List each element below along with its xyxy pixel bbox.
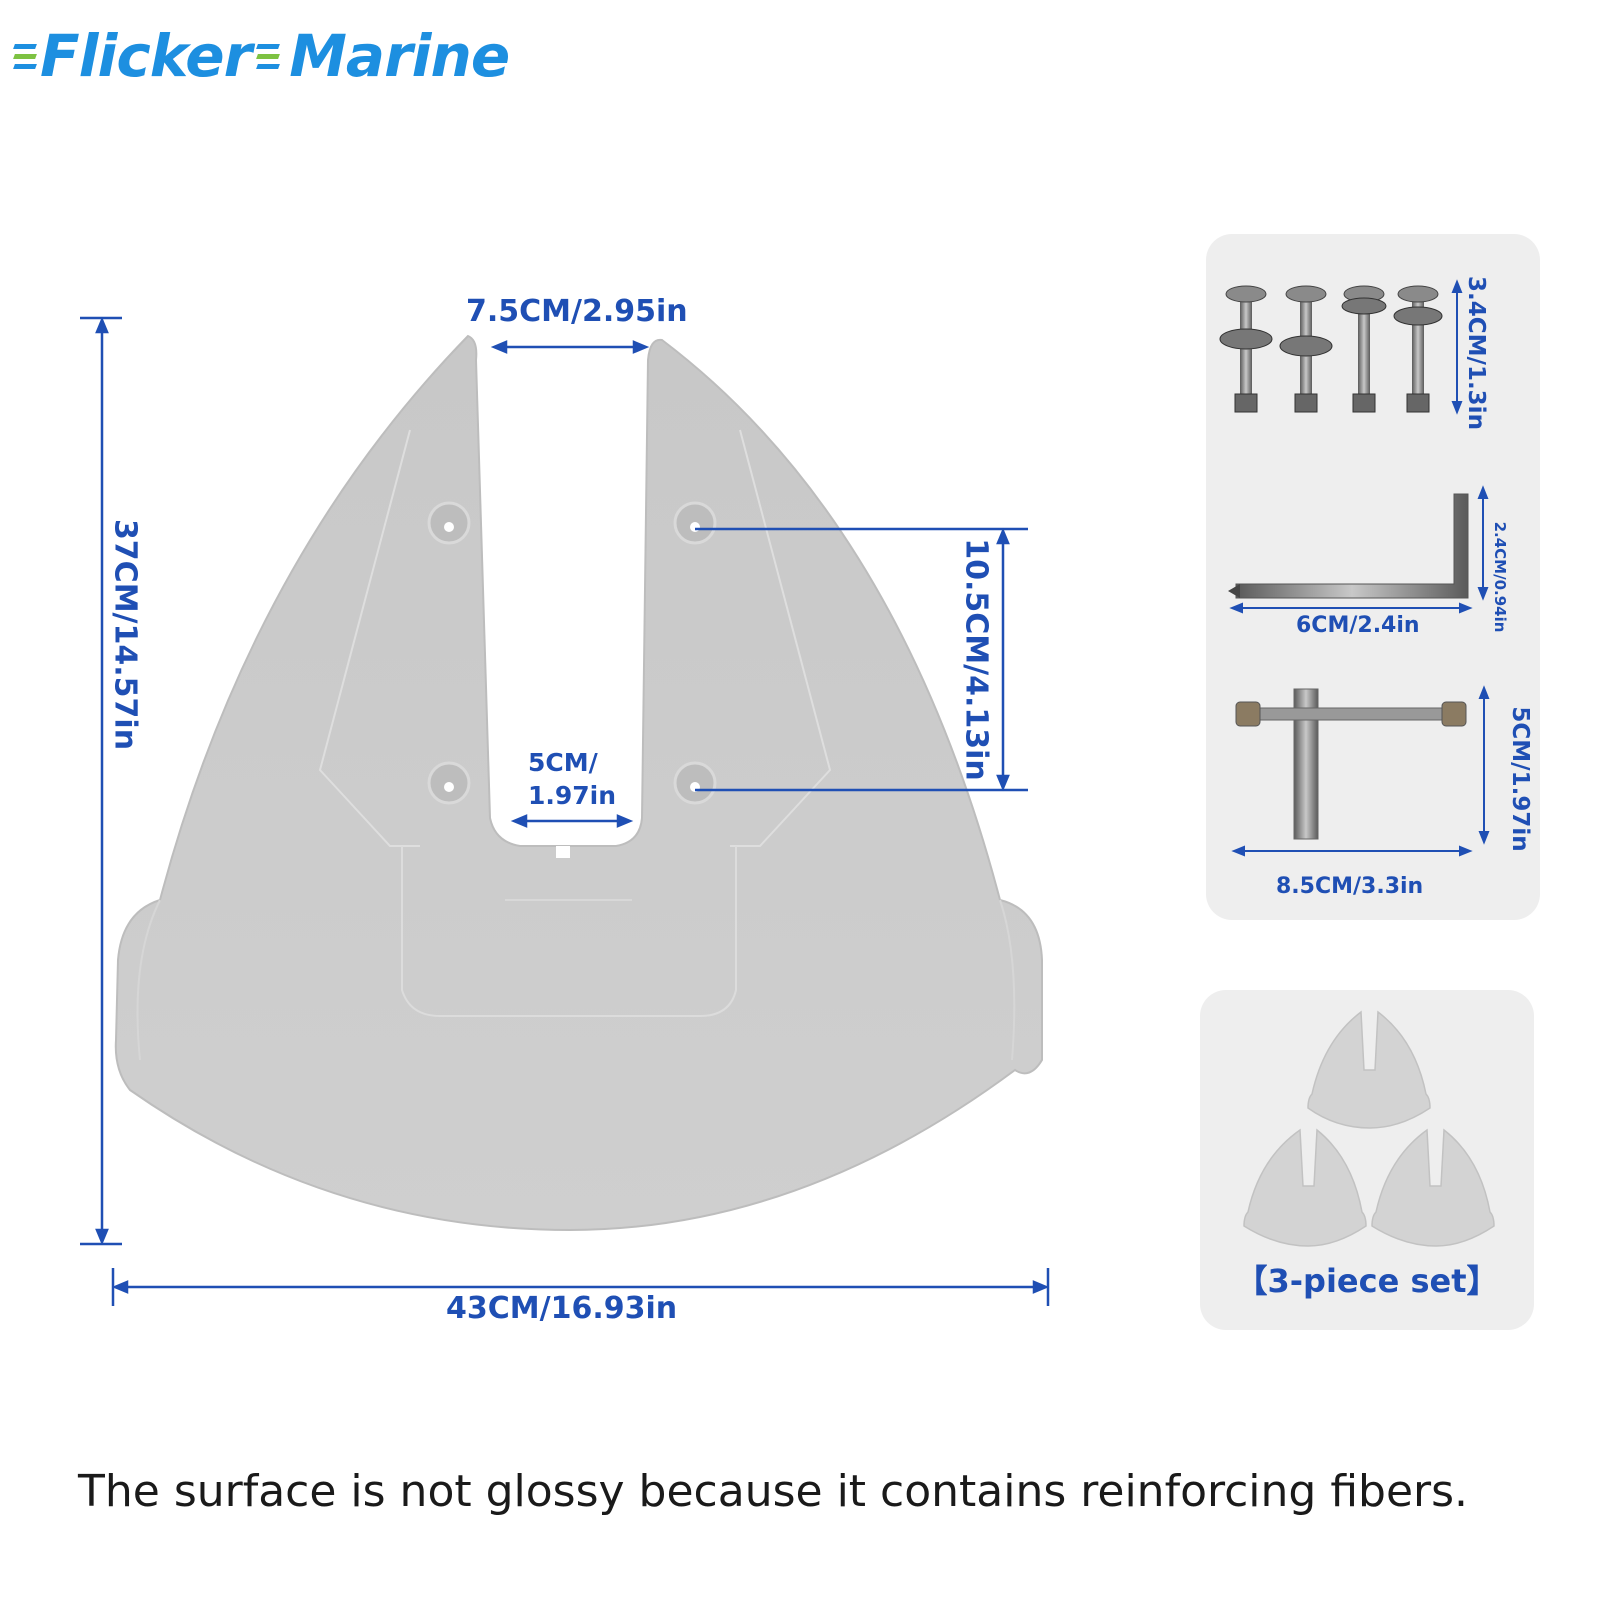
t-bar-wrench-icon xyxy=(1235,688,1467,840)
dimension-bolts-length: 3.4CM/1.3in xyxy=(1463,276,1489,430)
logo-word-flicker: Flicker xyxy=(40,22,252,90)
mini-fin-top xyxy=(1307,1010,1431,1129)
dimension-allen-key-height: 2.4CM/0.94in xyxy=(1491,521,1509,633)
dimension-allen-key-length: 6CM/2.4in xyxy=(1296,613,1420,638)
dimension-height: 37CM/14.57in xyxy=(107,518,143,751)
three-piece-set-label: 【3-piece set】 xyxy=(1235,1262,1499,1300)
mini-fin-right xyxy=(1371,1128,1495,1247)
fin-body xyxy=(114,334,1043,1232)
allen-key-icon xyxy=(1228,493,1469,599)
set-panel xyxy=(1200,990,1534,1330)
mounting-holes xyxy=(427,501,717,805)
dimension-top-opening: 7.5CM/2.95in xyxy=(466,294,688,329)
logo-word-marine: Marine xyxy=(289,22,510,90)
mini-fin-left xyxy=(1243,1128,1367,1247)
hardware-illustrations xyxy=(1219,279,1490,857)
dimension-slot-width-line2: 1.97in xyxy=(528,781,617,810)
dimension-tbar-height: 5CM/1.97in xyxy=(1507,706,1533,852)
dimension-slot-width-line1: 5CM/ xyxy=(528,748,598,777)
dimension-tbar-length: 8.5CM/3.3in xyxy=(1276,874,1424,899)
three-piece-set-illustration xyxy=(1243,1010,1495,1247)
bolt-set-icon xyxy=(1219,285,1443,413)
brand-logo: Flicker Marine xyxy=(13,20,510,92)
dimension-width: 43CM/16.93in xyxy=(446,1291,678,1326)
surface-caption: The surface is not glossy because it con… xyxy=(78,1466,1469,1517)
dimension-hole-spacing: 10.5CM/4.13in xyxy=(958,538,994,781)
